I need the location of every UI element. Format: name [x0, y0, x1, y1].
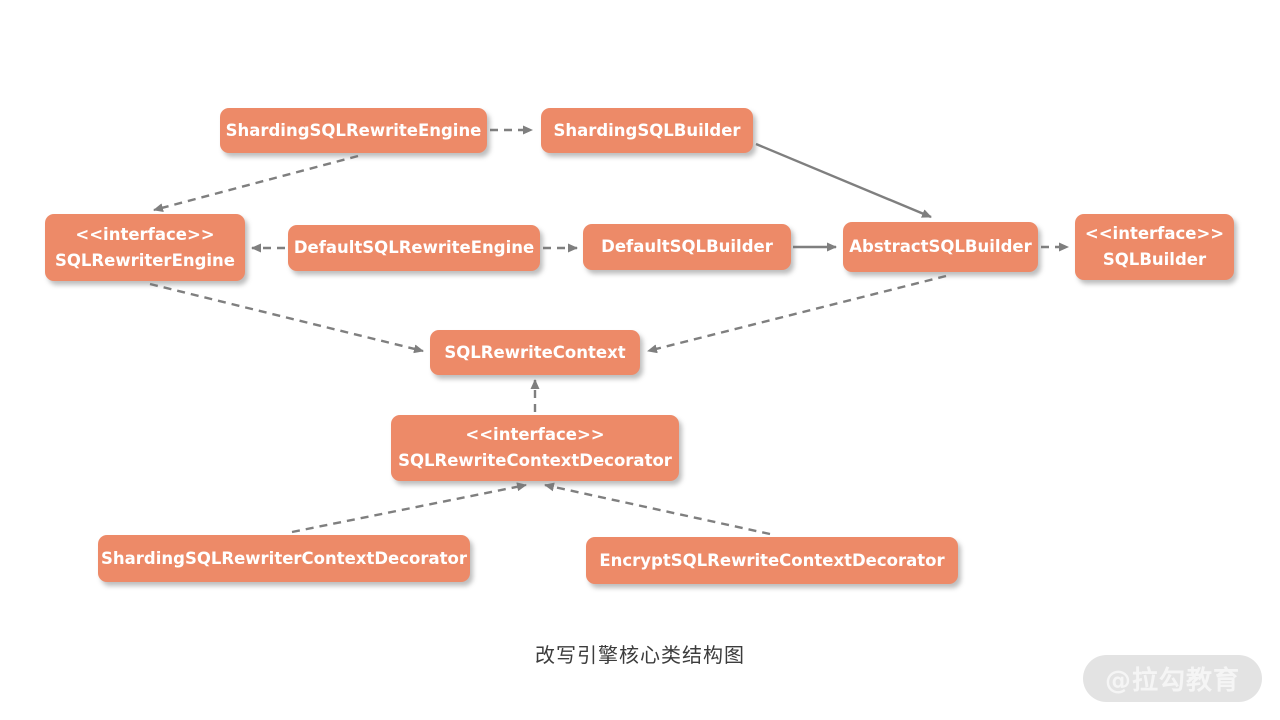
diagram-caption: 改写引擎核心类结构图 [535, 643, 745, 667]
edge-sharding-rewrite-engine-to-rewriter-engine-interface [153, 154, 359, 213]
interface-box-sql-rewrite-context-decorator: <<interface>> SQLRewriteContextDecorator [391, 415, 679, 481]
class-box-sharding-sql-rewriter-context-decorator: ShardingSQLRewriterContextDecorator [98, 535, 470, 582]
class-name: SQLRewriterEngine [55, 250, 235, 270]
edge-abstract-builder-to-rewrite-context [647, 274, 947, 354]
class-name: SQLBuilder [1102, 250, 1207, 269]
interface-box-sql-builder: <<interface>> SQLBuilder [1075, 214, 1234, 280]
edge-sharding-builder-to-abstract-builder [755, 142, 932, 219]
class-name: ShardingSQLRewriteEngine [225, 120, 482, 140]
interface-box-sql-rewriter-engine: <<interface>> SQLRewriterEngine [45, 214, 245, 281]
class-name: EncryptSQLRewriteContextDecorator [599, 550, 945, 570]
class-name: ShardingSQLBuilder [553, 120, 741, 140]
stereotype-label: <<interface>> [75, 224, 215, 244]
class-name: DefaultSQLBuilder [601, 237, 773, 257]
class-name: SQLRewriteContextDecorator [398, 451, 672, 470]
class-box-sharding-sql-rewrite-engine: ShardingSQLRewriteEngine [220, 108, 487, 153]
edge-rewriter-engine-to-rewrite-context [149, 282, 424, 354]
class-box-encrypt-sql-rewrite-context-decorator: EncryptSQLRewriteContextDecorator [586, 537, 958, 584]
stereotype-label: <<interface>> [1084, 224, 1225, 244]
class-box-default-sql-builder: DefaultSQLBuilder [583, 224, 791, 270]
class-box-abstract-sql-builder: AbstractSQLBuilder [843, 222, 1038, 272]
class-name: ShardingSQLRewriterContextDecorator [101, 548, 467, 568]
class-box-sql-rewrite-context: SQLRewriteContext [430, 330, 640, 375]
class-name: DefaultSQLRewriteEngine [293, 238, 535, 258]
edge-sharding-decorator-to-decorator-interface [291, 482, 527, 534]
class-box-sharding-sql-builder: ShardingSQLBuilder [541, 108, 753, 153]
stereotype-label: <<interface>> [465, 425, 605, 445]
class-name: SQLRewriteContext [444, 342, 626, 362]
class-name: AbstractSQLBuilder [849, 237, 1032, 257]
edge-encrypt-decorator-to-decorator-interface [544, 482, 771, 536]
class-box-default-sql-rewrite-engine: DefaultSQLRewriteEngine [288, 225, 540, 271]
watermark-badge: @拉勾教育 [1083, 655, 1262, 702]
watermark-label: @拉勾教育 [1104, 666, 1240, 696]
